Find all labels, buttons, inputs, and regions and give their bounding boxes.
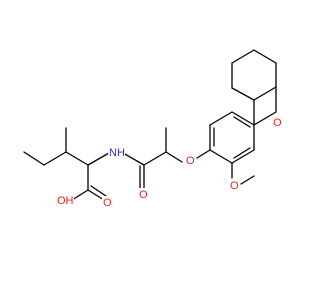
- atom-label-layer: OH O NH O O O O: [56, 116, 282, 209]
- ether-oxygen-label: O: [186, 155, 195, 167]
- molecule-structure: OH O NH O O O O: [23, 49, 282, 209]
- bond-lac4: [240, 175, 255, 185]
- bond-amide-ch: [143, 151, 167, 166]
- bond-ar-d3: [233, 147, 251, 159]
- ring-oxygen-label: O: [230, 180, 239, 192]
- bond-lac1: [253, 111, 277, 126]
- bond-r2: [231, 87, 255, 101]
- amide-nh-label: NH: [109, 147, 125, 159]
- bond-ar3: [231, 111, 255, 126]
- bond-r5: [253, 49, 277, 64]
- carboxyl-oxygen-label: O: [103, 197, 112, 209]
- bond-r7: [253, 86, 277, 101]
- bond-layer: [23, 49, 277, 201]
- bond-ether-ar: [196, 149, 211, 159]
- lactone-oxygen-label: O: [273, 117, 282, 129]
- bond-ethyl-ch2: [43, 151, 67, 166]
- bond-nh-amide-c: [122, 152, 145, 166]
- bond-ar2: [209, 111, 233, 126]
- bond-ar-d2: [233, 116, 251, 128]
- bond-carboxyl-o-b: [90, 185, 107, 197]
- hydroxyl-label: OH: [57, 195, 74, 207]
- bond-r4: [231, 49, 255, 64]
- bond-carboxyl-oh: [71, 189, 89, 201]
- amide-oxygen-label: O: [139, 189, 148, 201]
- bond-ethyl-ch3: [23, 151, 45, 166]
- bond-carboxyl-o-a: [87, 189, 105, 201]
- bond-beta-alpha: [65, 151, 89, 166]
- bond-alpha-nh: [87, 152, 110, 166]
- bond-ar5: [231, 149, 255, 164]
- bond-ar6: [209, 149, 233, 164]
- bond-ch-ether: [165, 151, 183, 163]
